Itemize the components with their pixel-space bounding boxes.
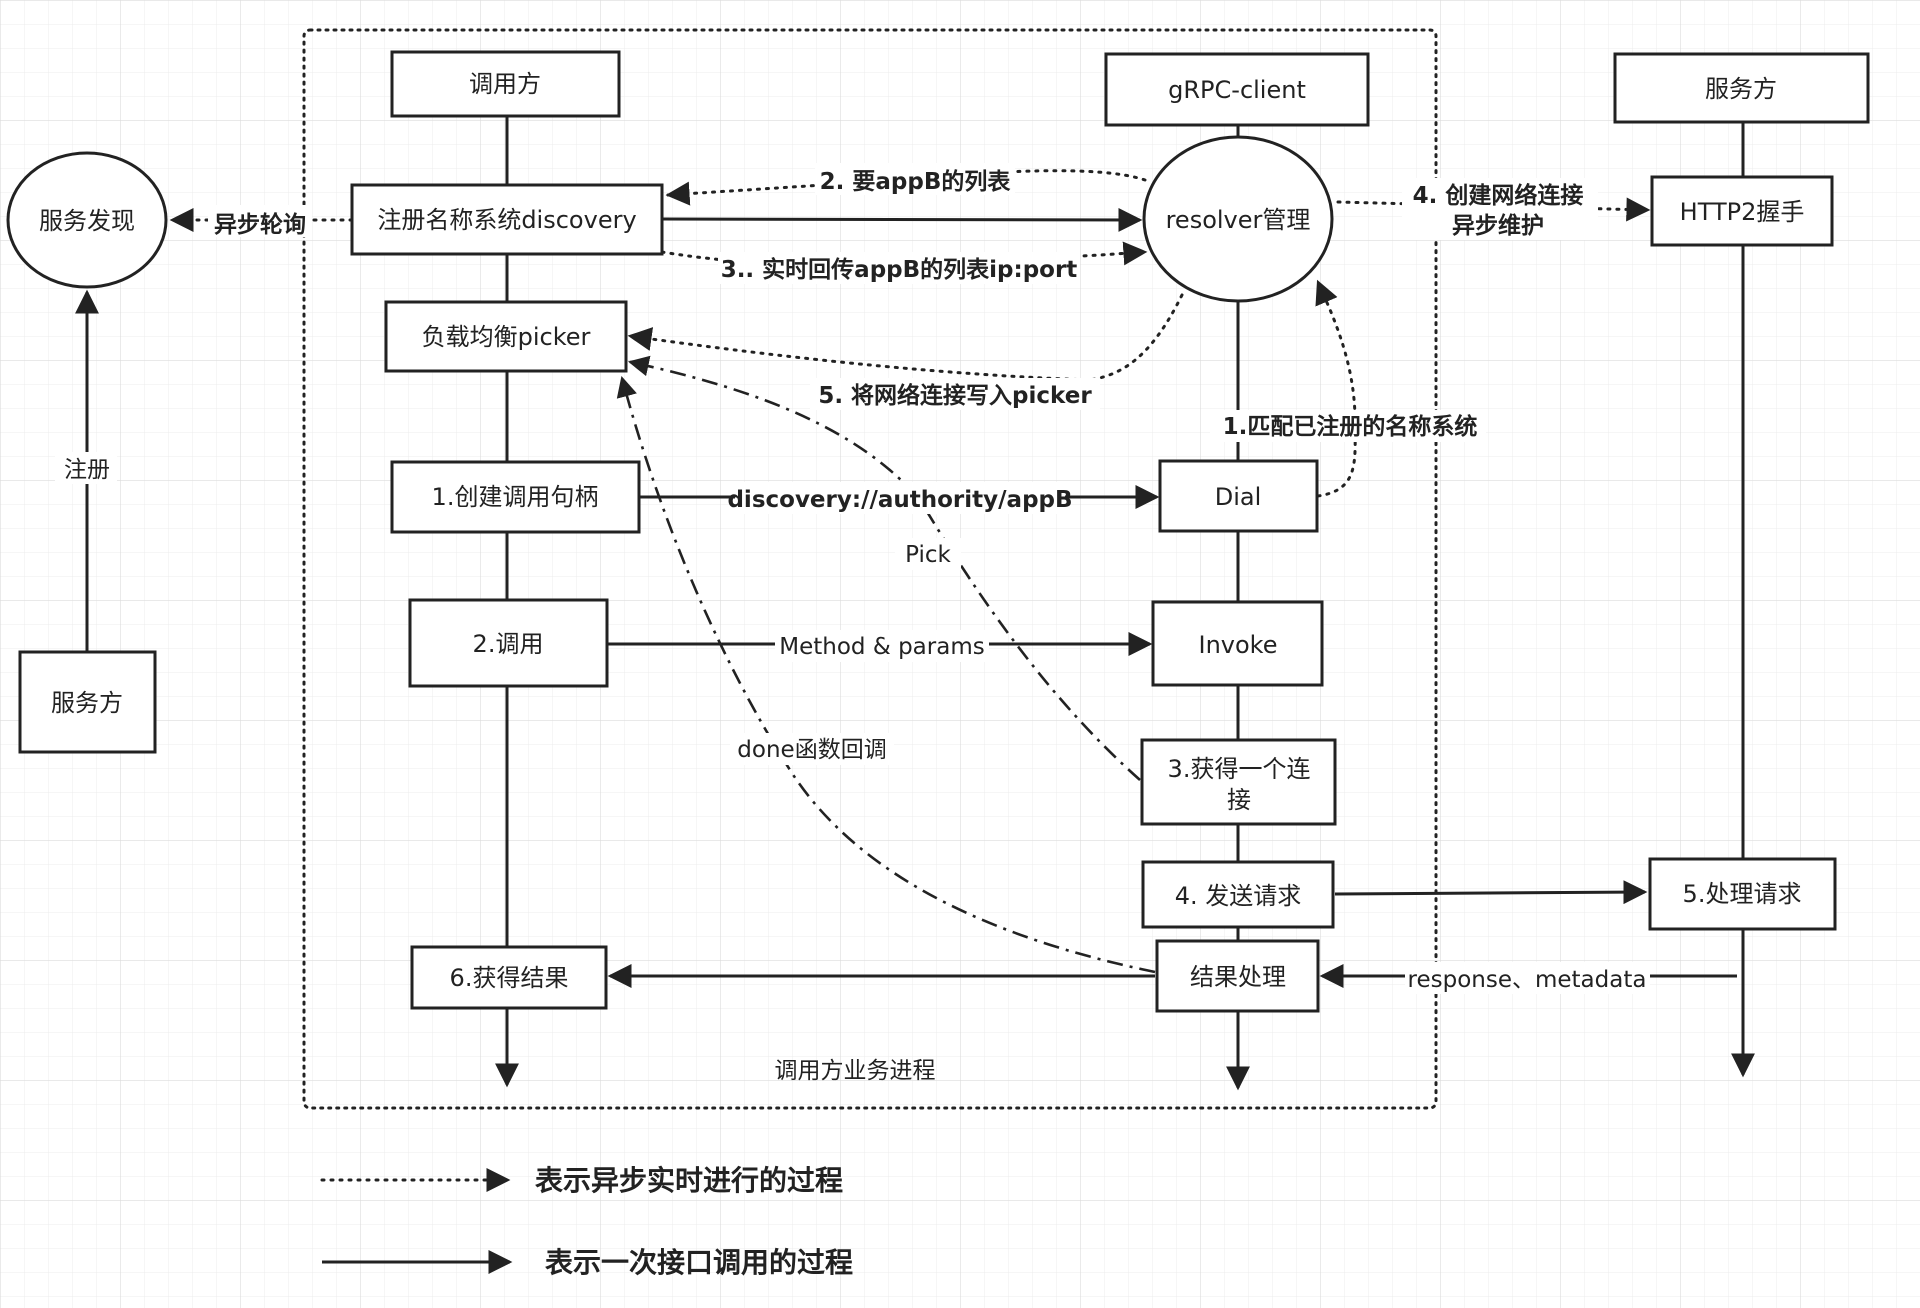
node-provider-left: 服务方 [18, 650, 157, 754]
node-call-label: 2.调用 [473, 630, 544, 658]
node-get-connection: 3.获得一个连 接 [1140, 738, 1337, 826]
edge-send-request [1334, 880, 1648, 905]
node-dial: Dial [1158, 459, 1319, 533]
legend-dotted-label: 表示异步实时进行的过程 [535, 1164, 843, 1197]
edge-method-params-label: Method & params [779, 634, 984, 660]
legend-solid-label: 表示一次接口调用的过程 [545, 1246, 853, 1279]
edge-write-picker-label: 5. 将网络连接写入picker [818, 382, 1092, 409]
node-handle-request: 5.处理请求 [1648, 857, 1837, 931]
edge-dial-target-label: discovery://authority/appB [727, 487, 1072, 513]
edge-pick [627, 355, 1141, 781]
edge-pick-label: Pick [905, 542, 951, 568]
node-send-request-label: 4. 发送请求 [1175, 882, 1302, 910]
node-call: 2.调用 [408, 598, 609, 688]
caller-process-frame-label: 调用方业务进程 [775, 1058, 936, 1084]
node-http2-label: HTTP2握手 [1680, 198, 1805, 226]
node-send-request: 4. 发送请求 [1141, 860, 1335, 929]
edge-async-poll-label: 异步轮询 [214, 211, 306, 238]
node-invoke: Invoke [1151, 600, 1324, 687]
node-result-process: 结果处理 [1155, 939, 1320, 1013]
edge-return-list-label: 3.. 实时回传appB的列表ip:port [721, 256, 1078, 283]
edge-register-label: 注册 [64, 457, 110, 483]
node-picker: 负载均衡picker [384, 300, 628, 373]
node-dial-label: Dial [1215, 483, 1262, 511]
node-caller-label: 调用方 [469, 70, 541, 98]
node-register-discovery: 注册名称系统discovery [350, 183, 664, 256]
node-register-discovery-label: 注册名称系统discovery [377, 206, 636, 234]
node-get-result-label: 6.获得结果 [450, 964, 569, 992]
node-service-discovery-label: 服务发现 [39, 207, 135, 235]
node-resolver: resolver管理 [1142, 135, 1334, 303]
edge-match-registered-label: 1.匹配已注册的名称系统 [1223, 413, 1478, 440]
node-grpc-client: gRPC-client [1104, 52, 1370, 127]
node-caller: 调用方 [390, 50, 621, 118]
node-handle-request-label: 5.处理请求 [1683, 880, 1802, 908]
node-result-process-label: 结果处理 [1190, 963, 1286, 991]
node-picker-label: 负载均衡picker [422, 323, 591, 351]
node-http2: HTTP2握手 [1650, 175, 1834, 247]
edge-register-to-resolver [661, 207, 1143, 232]
caller-process-frame [302, 28, 1438, 1110]
edge-create-connection-label-1: 4. 创建网络连接 [1413, 182, 1584, 209]
node-create-handle-label: 1.创建调用句柄 [432, 483, 599, 511]
edge-done-callback-label: done函数回调 [737, 737, 886, 763]
node-get-result: 6.获得结果 [410, 945, 608, 1010]
node-grpc-client-label: gRPC-client [1168, 76, 1306, 104]
edge-create-connection-label-2: 异步维护 [1452, 212, 1544, 239]
node-get-connection-label-1: 3.获得一个连 [1168, 755, 1311, 783]
edge-write-picker [627, 293, 1184, 382]
node-provider-left-label: 服务方 [51, 689, 123, 717]
edge-match-registered [1315, 279, 1357, 498]
legend: 表示异步实时进行的过程 表示一次接口调用的过程 [320, 1164, 853, 1279]
edge-done-callback [616, 375, 1156, 974]
edge-response-metadata-label: response、metadata [1408, 967, 1647, 993]
node-resolver-label: resolver管理 [1166, 206, 1311, 234]
node-create-handle: 1.创建调用句柄 [390, 460, 641, 534]
node-service-discovery: 服务发现 [6, 151, 168, 289]
edge-want-list-label: 2. 要appB的列表 [820, 168, 1012, 195]
node-provider-right: 服务方 [1613, 52, 1870, 124]
node-invoke-label: Invoke [1199, 631, 1278, 659]
node-provider-right-label: 服务方 [1705, 75, 1777, 103]
node-get-connection-label-2: 接 [1227, 786, 1251, 814]
